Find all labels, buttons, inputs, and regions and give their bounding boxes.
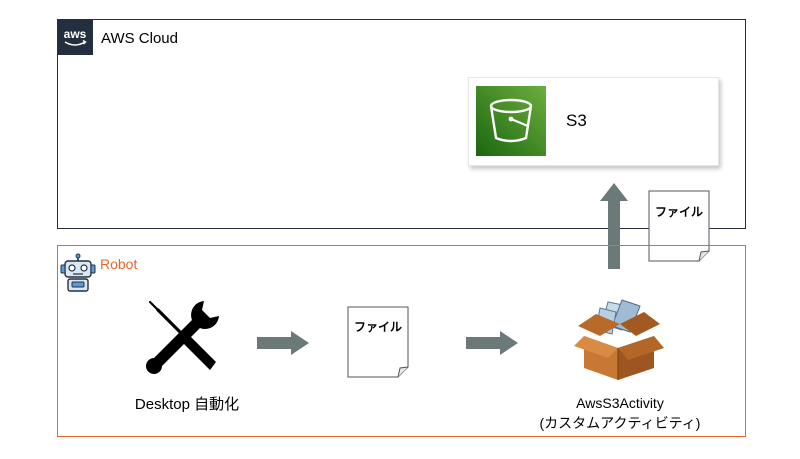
upload-arrow-icon [600,183,628,269]
aws-s3-activity-label: AwsS3Activity (カスタムアクティビティ) [520,393,720,433]
package-box-icon [570,296,666,382]
robot-title: Robot [100,256,138,272]
right-arrow-icon [466,331,518,355]
aws-logo-icon: aws [57,19,93,55]
right-arrow-icon [257,331,309,355]
robot-icon [59,253,97,293]
aws-cloud-group [57,19,746,229]
document-icon [648,190,710,262]
desktop-automation-label: Desktop 自動化 [134,396,240,413]
svg-text:aws: aws [64,27,87,41]
activity-label-line1: AwsS3Activity [576,395,664,411]
document-icon [347,306,409,378]
robot-group [57,245,746,437]
upload-file-label: ファイル [654,205,703,219]
aws-cloud-title: AWS Cloud [101,30,178,47]
activity-label-line2: (カスタムアクティビティ) [539,415,701,431]
middle-file-label: ファイル [353,320,402,334]
s3-label: S3 [566,111,587,130]
s3-bucket-icon [476,86,546,156]
wrench-screwdriver-icon [144,298,222,376]
